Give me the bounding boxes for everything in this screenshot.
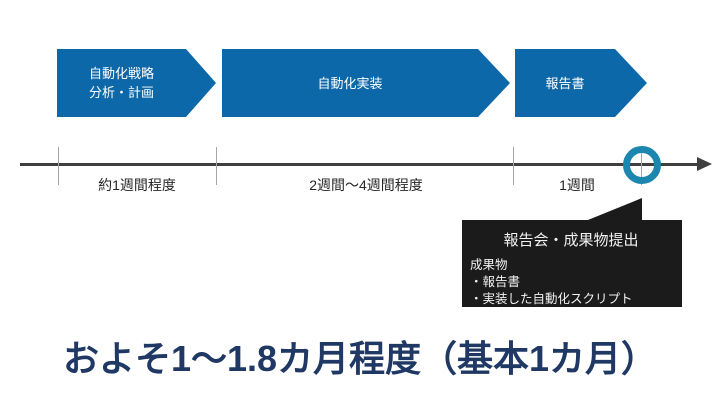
deliverables-callout: 報告会・成果物提出 成果物 ・報告書 ・実装した自動化スクリプト: [462, 220, 682, 307]
callout-pointer-icon: [583, 198, 642, 222]
process-arrow-report: 報告書: [515, 49, 647, 117]
timeline-axis: [20, 163, 700, 166]
callout-line: 成果物: [470, 258, 508, 272]
process-arrow-strategy: 自動化戦略 分析・計画: [57, 49, 216, 117]
process-arrow-label-line: 自動化実装: [317, 75, 383, 91]
milestone-circle-icon: [623, 146, 661, 184]
summary-title: およそ1～1.8カ月程度（基本1カ月）: [62, 338, 658, 379]
timeline-segment-label: 2週間～4週間程度: [309, 177, 423, 193]
process-arrow-label-line: 報告書: [545, 75, 585, 91]
callout-line: ・実装した自動化スクリプト: [470, 292, 633, 306]
timeline-tick: [58, 147, 59, 185]
process-arrow-label-line: 自動化戦略: [88, 66, 154, 81]
timeline-tick: [513, 147, 514, 185]
timeline-segment-label: 1週間: [559, 177, 595, 193]
callout-title: 報告会・成果物提出: [503, 232, 639, 249]
timeline-tick: [216, 147, 217, 185]
callout-line: ・報告書: [470, 275, 521, 289]
process-arrow-label-line: 分析・計画: [88, 85, 154, 100]
process-arrow-implementation: 自動化実装: [222, 49, 510, 117]
timeline-arrowhead-icon: [697, 157, 712, 171]
timeline-segment-label: 約1週間程度: [98, 177, 176, 193]
